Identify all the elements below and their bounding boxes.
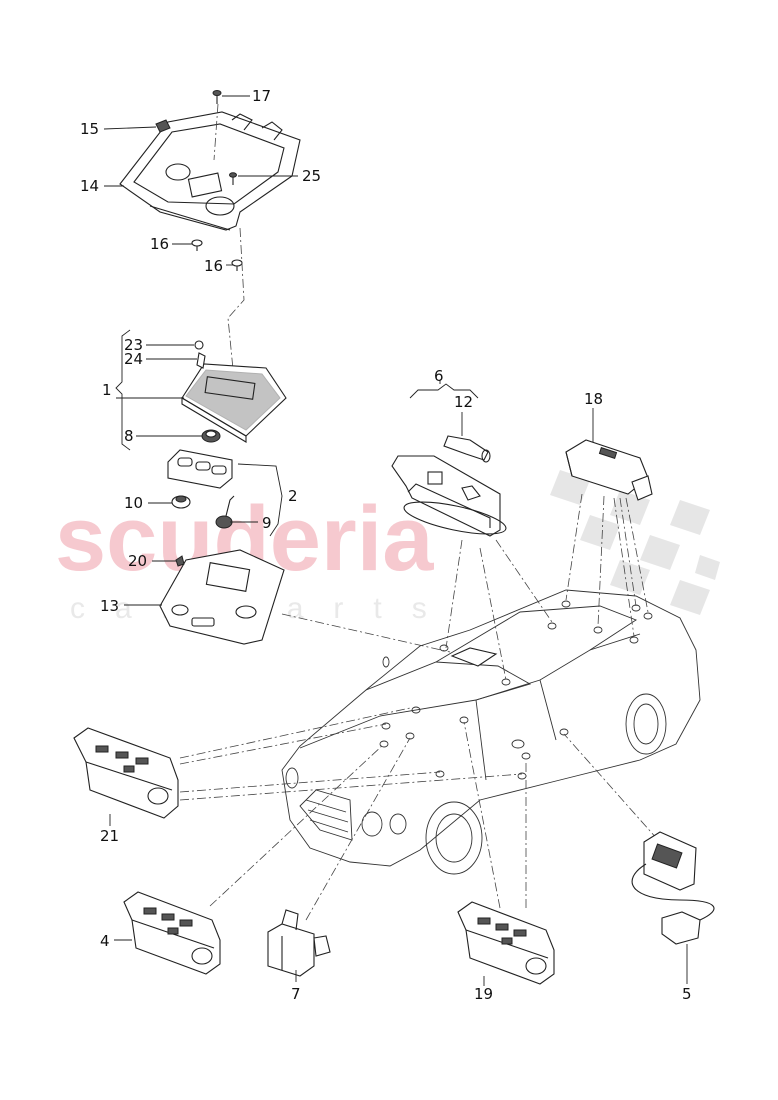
grommet-8	[201, 429, 221, 443]
clip-16-left	[191, 239, 203, 251]
callout-14: 14	[80, 177, 99, 195]
bulb-12	[443, 435, 491, 463]
bracket-6	[409, 383, 479, 399]
callout-13: 13	[100, 597, 119, 615]
callout-2: 2	[288, 487, 298, 505]
bracket-2	[237, 463, 283, 537]
callout-5: 5	[682, 985, 692, 1003]
holder-24	[196, 352, 206, 369]
overhead-module-1	[181, 363, 287, 443]
callout-9: 9	[262, 514, 272, 532]
lamp-positions	[379, 600, 653, 780]
clip-16-right	[231, 259, 243, 271]
callout-25: 25	[302, 167, 321, 185]
clip-15	[155, 119, 171, 133]
callout-16b: 16	[204, 257, 223, 275]
knob-10	[171, 495, 191, 509]
callout-20: 20	[128, 552, 147, 570]
lamp-9	[215, 495, 235, 529]
watermark: scuderia car parts	[55, 470, 720, 625]
callout-23: 23	[124, 336, 143, 354]
bulb-23	[194, 340, 204, 350]
checkered-flag-icon	[550, 470, 720, 615]
callout-16a: 16	[150, 235, 169, 253]
clip-20	[175, 555, 185, 567]
leader-lines	[103, 95, 688, 986]
callout-19: 19	[474, 985, 493, 1003]
trim-cover-13	[159, 549, 285, 645]
control-unit-18	[565, 439, 653, 501]
switch-panel-2	[167, 449, 233, 489]
callout-10: 10	[124, 494, 143, 512]
reading-light-4	[123, 891, 221, 975]
callout-18: 18	[584, 390, 603, 408]
callout-12: 12	[454, 393, 473, 411]
screw-25	[229, 172, 237, 185]
callout-15: 15	[80, 120, 99, 138]
callout-24: 24	[124, 350, 143, 368]
door-lamp-5	[631, 831, 715, 945]
screw-17	[212, 90, 222, 104]
guide-housing-module	[227, 227, 245, 401]
callout-6: 6	[434, 367, 444, 385]
connection-lines	[179, 493, 659, 921]
callout-17: 17	[252, 87, 271, 105]
guide-housing-25	[213, 103, 219, 161]
callout-4: 4	[100, 932, 110, 950]
callout-21: 21	[100, 827, 119, 845]
callout-8: 8	[124, 427, 134, 445]
bracket-1	[115, 329, 131, 451]
reading-light-19	[457, 901, 555, 985]
console-housing-14	[119, 111, 301, 231]
callouts: 17 15 14 25 16 16 23 24 1 8 2 10 9 20 13…	[80, 87, 692, 1003]
callout-7: 7	[291, 985, 301, 1003]
reading-light-21	[73, 727, 179, 819]
car-body	[281, 589, 701, 875]
callout-1: 1	[102, 381, 112, 399]
interior-lamp-6	[391, 455, 507, 537]
sensor-7	[267, 909, 331, 977]
